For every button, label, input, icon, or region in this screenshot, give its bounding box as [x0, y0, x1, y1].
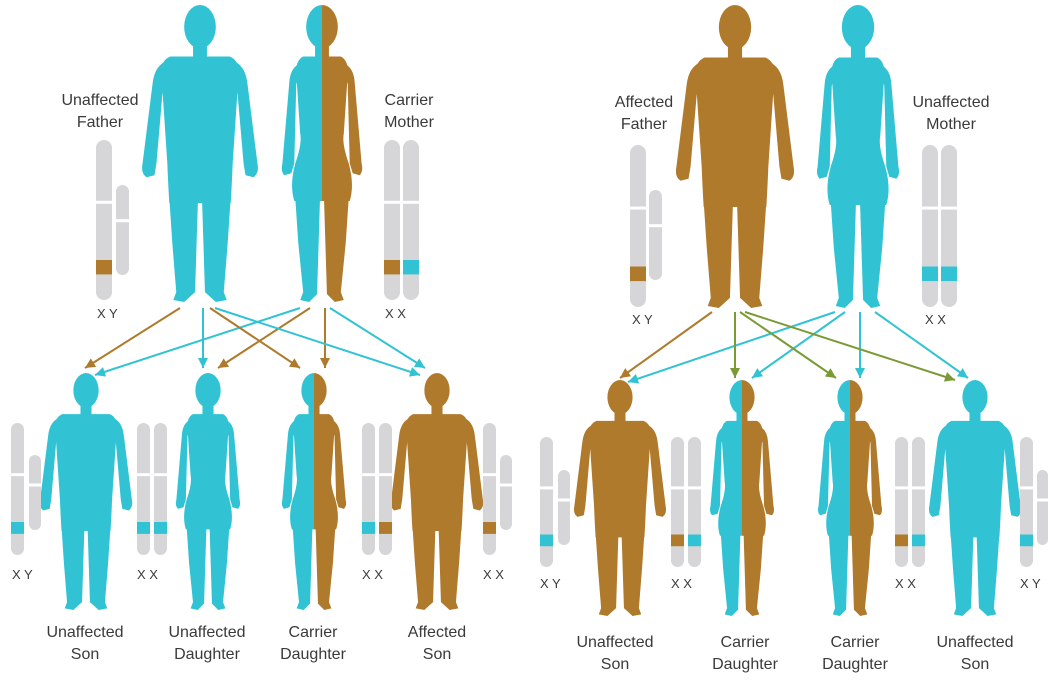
- p0-child4-figure: [391, 373, 483, 610]
- chrom-label-p1-child3: X X: [895, 576, 916, 591]
- chrom-label-p1-child1: X Y: [540, 576, 561, 591]
- chrom-label-p1-father: X Y: [632, 312, 653, 327]
- p1-c4-x: [1020, 437, 1034, 567]
- p0-child1-figure: [40, 373, 132, 610]
- p1-c1-x: [540, 437, 554, 567]
- chrom-label-p0-father: X Y: [97, 306, 118, 321]
- p1-c4-y: [1037, 470, 1049, 545]
- chrom-label-p0-child2: X X: [137, 567, 158, 582]
- chrom-label-p1-child4: X Y: [1020, 576, 1041, 591]
- p1-mother-x1-chromosome: [922, 145, 939, 307]
- arrow-p1-4: [752, 312, 845, 378]
- p1-c3-x2: [912, 437, 926, 567]
- p1-c3-x1: [895, 437, 909, 567]
- p1-c1-y: [558, 470, 571, 545]
- p0-father-x-chromosome: [96, 140, 113, 300]
- p1-c2-x2: [688, 437, 702, 567]
- inheritance-arrows: [85, 308, 968, 384]
- p1-mother-figure: [817, 5, 899, 308]
- chrom-label-p0-mother: X X: [385, 306, 406, 321]
- p1-mother-x2-chromosome: [941, 145, 958, 307]
- chrom-label-p0-child3: X X: [362, 567, 383, 582]
- p0-c3-x1: [362, 423, 376, 555]
- p0-c2-x1: [137, 423, 151, 555]
- p1-child4-figure: [929, 380, 1021, 616]
- p0-c4-x: [483, 423, 497, 555]
- p0-mother-x2-chromosome: [403, 140, 420, 300]
- people-figures: [40, 5, 1021, 616]
- chrom-label-p1-child2: X X: [671, 576, 692, 591]
- chrom-label-p0-child1: X Y: [12, 567, 33, 582]
- chromosome-pairs: [11, 140, 1049, 567]
- p1-father-x-chromosome: [630, 145, 647, 307]
- arrow-p0-8: [330, 308, 425, 368]
- p0-child2-figure: [176, 373, 240, 610]
- p0-child3-figure: [282, 373, 346, 610]
- p1-child2-figure: [710, 380, 774, 616]
- p1-father-figure: [676, 5, 794, 308]
- chrom-label-p0-child4: X X: [483, 567, 504, 582]
- arrow-p1-8: [875, 312, 968, 378]
- p1-child3-figure: [818, 380, 882, 616]
- p1-father-y-chromosome: [649, 190, 663, 280]
- p1-c2-x1: [671, 437, 685, 567]
- p0-father-figure: [142, 5, 258, 302]
- arrow-p0-6: [320, 308, 330, 368]
- p0-c3-x2: [379, 423, 393, 555]
- p1-child1-figure: [574, 380, 666, 616]
- p0-c4-y: [500, 455, 513, 530]
- arrow-p1-2: [628, 312, 835, 384]
- p0-c1-y: [29, 455, 42, 530]
- arrow-p1-5: [740, 312, 836, 378]
- p0-father-y-chromosome: [116, 185, 130, 275]
- chrom-label-p1-mother: X X: [925, 312, 946, 327]
- arrow-p0-4: [218, 308, 310, 368]
- p0-c2-x2: [154, 423, 168, 555]
- p0-mother-x1-chromosome: [384, 140, 401, 300]
- p0-c1-x: [11, 423, 25, 555]
- arrow-p1-6: [855, 312, 865, 378]
- p0-mother-figure: [282, 5, 363, 302]
